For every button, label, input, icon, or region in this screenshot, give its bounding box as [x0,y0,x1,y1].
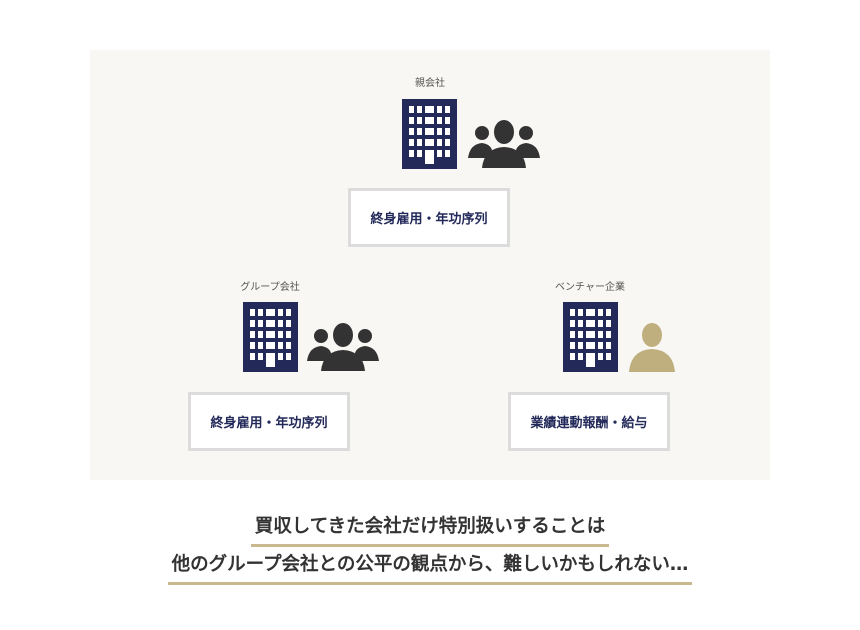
group-company-label: グループ会社 [240,282,300,293]
people-group-icon [307,323,379,375]
venture-company-label: ベンチャー企業 [555,282,625,293]
venture-system-box: 業績連動報酬・給与 [508,392,670,451]
message-text-2: 他のグループ会社との公平の観点から、難しいかもしれない… [167,550,693,585]
group-system-box: 終身雇用・年功序列 [188,392,350,451]
parent-company-label: 親会社 [415,78,445,89]
people-group-icon [468,120,540,172]
message-line-1: 買収してきた会社だけ特別扱いすることは [0,512,860,547]
building-icon [243,302,298,376]
message-text-1: 買収してきた会社だけ特別扱いすることは [250,512,610,547]
parent-system-box: 終身雇用・年功序列 [348,188,510,247]
person-icon [627,322,677,376]
building-icon [402,99,457,173]
message-line-2: 他のグループ会社との公平の観点から、難しいかもしれない… [0,550,860,585]
building-icon [563,302,618,376]
